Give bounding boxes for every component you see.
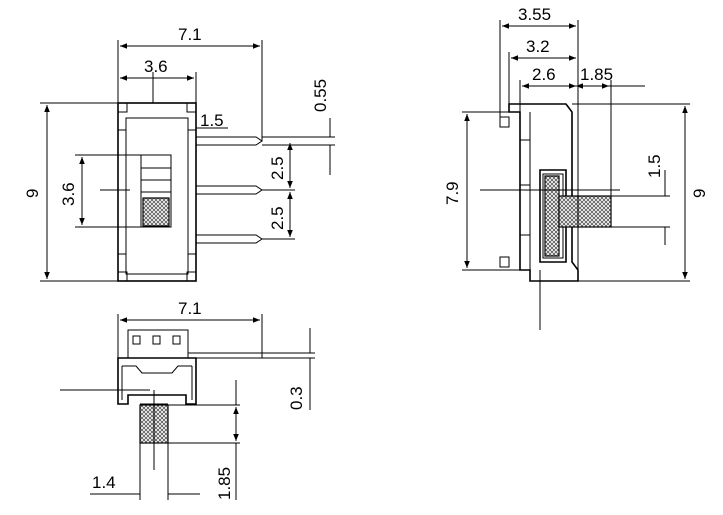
- slider-actuator: [142, 197, 170, 227]
- front-top-spacing-label: 0.55: [311, 79, 330, 112]
- front-pitch1-label: 2.5: [268, 156, 287, 180]
- bottom-view: 7.1 0.3 1.4 1.85: [60, 299, 315, 500]
- front-inner-width-label: 3.6: [144, 57, 168, 76]
- side-actuator-inner: [544, 175, 560, 257]
- bottom-pin: [188, 352, 263, 359]
- bottom-pin-thickness-label: 0.3: [287, 386, 306, 410]
- bottom-body: [117, 357, 197, 405]
- side-depth-label: 3.55: [518, 5, 551, 24]
- front-body: [117, 102, 197, 282]
- front-pins: [196, 136, 263, 244]
- side-depth-inner-label: 3.2: [526, 37, 550, 56]
- front-pin-length-label: 1.5: [200, 111, 224, 130]
- side-body-depth-label: 2.6: [532, 65, 556, 84]
- front-pitch2-label: 2.5: [268, 206, 287, 230]
- side-total-height-label: 9: [690, 189, 709, 198]
- bottom-actuator-length-label: 1.85: [215, 467, 234, 500]
- side-actuator-length-label: 1.85: [580, 65, 613, 84]
- front-height-label: 9: [23, 189, 42, 198]
- bottom-width-label: 7.1: [178, 299, 202, 318]
- side-body-height-label: 7.9: [443, 181, 462, 205]
- front-view: 7.1 3.6 1.5 9 3.6 0.55 2.5 2.5: [23, 25, 335, 282]
- front-window-label: 3.6: [59, 182, 78, 206]
- front-width-label: 7.1: [178, 25, 202, 44]
- side-actuator-width-label: 1.5: [645, 154, 664, 178]
- side-view: 3.55 3.2 2.6 1.85 7.9 9 1.5: [443, 5, 709, 330]
- bottom-actuator-width-label: 1.4: [92, 473, 116, 492]
- slider-window: [140, 154, 172, 228]
- side-actuator: [558, 195, 612, 228]
